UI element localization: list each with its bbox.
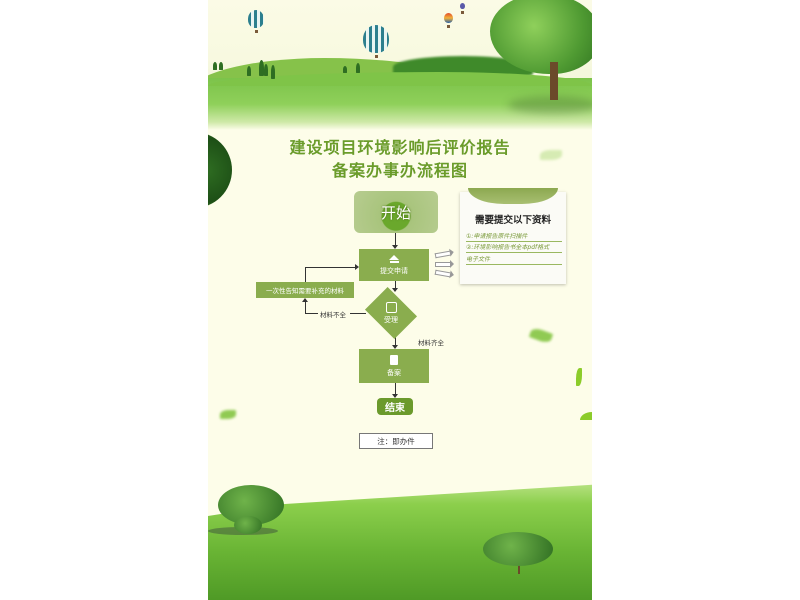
cypress-tree [259,60,264,76]
end-label: 结束 [385,403,405,414]
card-title: 需要提交以下资料 [474,215,551,226]
supplement-materials-node: 一次性告知需要补充的材料 [256,282,354,298]
hollow-arrow-icon [434,269,451,278]
submit-label: 提交申请 [380,266,408,275]
connector-to-submit [305,267,355,268]
connector-up-supplement [305,299,306,313]
cypress-tree [271,65,275,79]
submit-application-node: 提交申请 [359,249,429,281]
hollow-arrow-icon [435,260,454,268]
accept-decision-node: 受理 [364,286,418,340]
connector-accept-record [395,334,396,346]
cypress-tree [219,62,223,70]
note-text: 注：即办件 [377,436,415,446]
top-grass-field [208,72,592,130]
connector-start-submit [395,233,396,246]
upload-icon-base [389,260,399,263]
requirement-item: 电子文件 [466,254,562,265]
arrow-down-icon [392,245,398,249]
arrow-down-icon [392,394,398,398]
leaf-icon [540,150,562,160]
accept-label: 受理 [384,315,398,324]
leaf-icon [580,412,592,420]
connector-submit-accept [395,281,396,290]
page-title: 建设项目环境影响后评价报告 [289,138,511,157]
document-icon [390,354,398,365]
tree-shadow [508,96,592,114]
hot-air-balloon-icon [444,13,453,28]
cypress-tree [264,64,268,76]
arrow-down-icon [392,288,398,292]
arrow-right-icon [355,264,359,270]
large-tree-icon [490,0,592,74]
arrow-up-icon [302,298,308,302]
hot-air-balloon-icon [248,10,264,33]
end-node: 结束 [377,398,413,415]
tree-icon [234,516,262,534]
leaf-icon [576,368,582,386]
connector-accept-incomplete [350,313,366,314]
leaf-icon [528,326,554,345]
hollow-arrow-icon [434,250,451,259]
cypress-tree [343,66,347,73]
card-tab [468,188,558,204]
record-filing-node: 备案 [359,349,429,383]
plus-folder-icon [385,301,397,313]
tree-trunk [518,562,520,574]
note-box: 注：即办件 [359,433,433,449]
requirements-card: 需要提交以下资料 ①:申请报告原件扫描件 ②:环境影响报告书全本pdf格式 电子… [460,188,566,284]
hot-air-balloon-icon [363,25,389,58]
arrow-down-icon [392,345,398,349]
connector-incomplete-left [305,313,318,314]
tree-trunk [550,62,558,100]
upload-icon [389,254,399,260]
requirement-item: ②:环境影响报告书全本pdf格式 [466,242,562,253]
connector-record-end [395,383,396,395]
requirement-item: ①:申请报告原件扫描件 [466,231,562,242]
supplement-label: 一次性告知需要补充的材料 [266,287,344,295]
start-label: 开始 [380,203,411,222]
edge-label-incomplete: 材料不全 [320,311,346,319]
record-label: 备案 [387,368,401,377]
leaf-icon [220,410,236,419]
edge-label-complete: 材料齐全 [418,339,444,347]
cypress-tree [213,62,217,70]
cypress-tree [247,66,251,76]
poster: 建设项目环境影响后评价报告 备案办事办流程图 材料齐全 材料不全 开始 提交申请… [208,0,592,600]
tree-icon [483,532,553,566]
start-node: 开始 [354,191,438,233]
connector-supplement-up [305,267,306,282]
cypress-tree [356,63,360,73]
page-subtitle: 备案办事办流程图 [331,161,468,180]
hot-air-balloon-icon [460,3,465,14]
